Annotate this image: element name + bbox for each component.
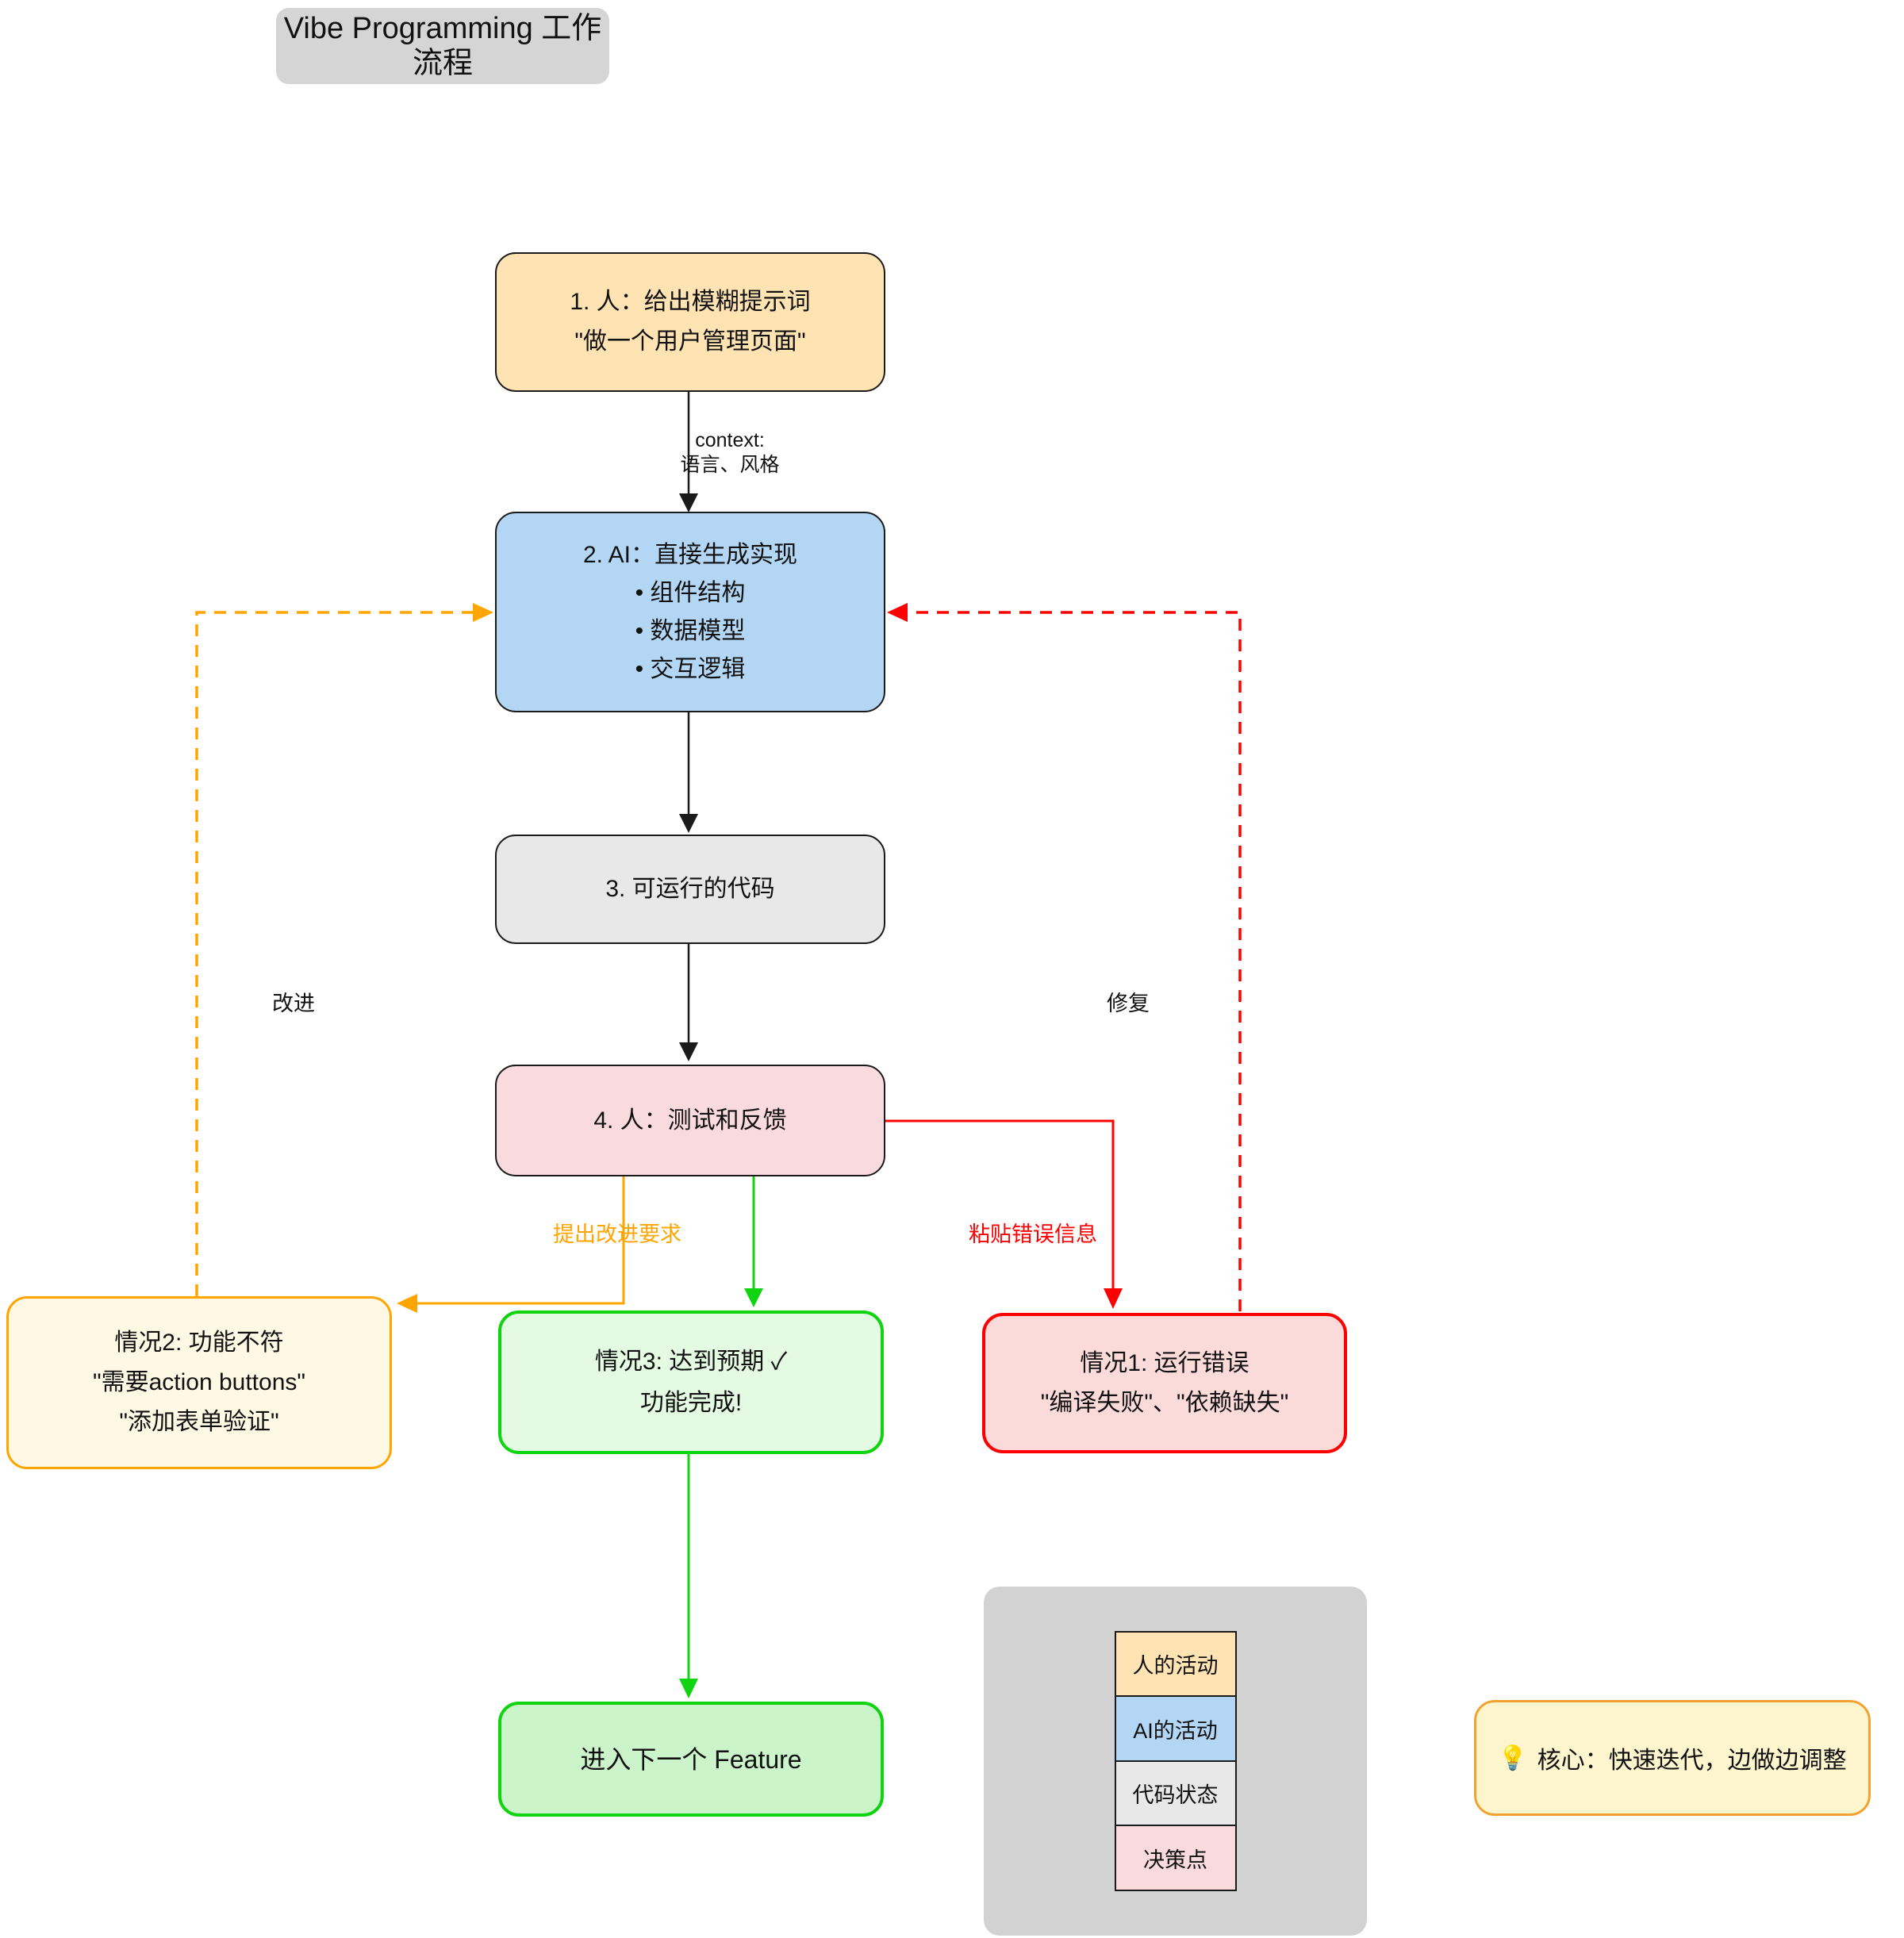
- diagram-title: Vibe Programming 工作流程: [276, 8, 609, 84]
- node-case1-runtime-error: 情况1: 运行错误 "编译失败"、"依赖缺失": [982, 1313, 1347, 1453]
- arrowhead-improve: [473, 603, 493, 622]
- arrowhead-step3: [679, 814, 698, 833]
- arrowhead-fix: [887, 603, 908, 622]
- key-insight-text: 核心：快速迭代，边做边调整: [1537, 1748, 1847, 1774]
- legend-item-human-label: 人的活动: [1132, 1654, 1219, 1679]
- legend-item-ai: AI的活动: [1114, 1695, 1237, 1763]
- step2-bullet-1: • 组件结构: [635, 579, 746, 606]
- next-feature-label: 进入下一个 Feature: [580, 1744, 802, 1774]
- step1-line1: 1. 人：给出模糊提示词: [570, 289, 811, 315]
- arrowhead-case3: [744, 1288, 763, 1307]
- arrowhead-next: [679, 1679, 698, 1698]
- arrowhead-step4: [679, 1042, 698, 1061]
- key-insight-note: 💡 核心：快速迭代，边做边调整: [1474, 1700, 1871, 1816]
- legend: 人的活动 AI的活动 代码状态 决策点: [984, 1587, 1367, 1936]
- edge-case2-step2-dashed: [195, 611, 473, 1296]
- node-step2-ai-generate: 2. AI：直接生成实现 • 组件结构 • 数据模型 • 交互逻辑: [495, 512, 885, 712]
- edge-label-improve: 改进: [272, 992, 315, 1015]
- step4-label: 4. 人：测试和反馈: [593, 1107, 787, 1134]
- diagram-title-text: Vibe Programming 工作流程: [283, 12, 602, 80]
- case1-line2: "编译失败"、"依赖缺失": [1040, 1389, 1289, 1416]
- legend-item-decision: 决策点: [1114, 1825, 1237, 1892]
- case3-line1: 情况3: 达到预期 ✓: [594, 1348, 788, 1375]
- node-step4-test-feedback: 4. 人：测试和反馈: [495, 1065, 885, 1176]
- node-case3-success: 情况3: 达到预期 ✓ 功能完成!: [498, 1311, 884, 1454]
- edge-case1-step2-dashed: [908, 611, 1242, 1311]
- edge-label-context: context: 语言、风格: [670, 428, 789, 478]
- case3-line2: 功能完成!: [639, 1389, 743, 1416]
- edge-step4-case2: [416, 1176, 625, 1305]
- context-line1: context:: [695, 429, 765, 451]
- legend-item-human: 人的活动: [1114, 1630, 1237, 1698]
- step2-title: 2. AI：直接生成实现: [582, 541, 798, 568]
- step2-bullet-3: • 交互逻辑: [635, 655, 746, 682]
- edge-label-fix: 修复: [1107, 992, 1150, 1015]
- context-line2: 语言、风格: [680, 454, 780, 476]
- node-case2-feature-mismatch: 情况2: 功能不符 "需要action buttons" "添加表单验证": [6, 1296, 392, 1469]
- arrowhead-step2: [679, 493, 698, 512]
- node-step3-runnable-code: 3. 可运行的代码: [495, 835, 885, 944]
- arrowhead-case1: [1104, 1288, 1123, 1309]
- case1-line1: 情况1: 运行错误: [1080, 1349, 1250, 1376]
- node-step1-human-prompt: 1. 人：给出模糊提示词 "做一个用户管理页面": [495, 252, 885, 392]
- case2-line3: "添加表单验证": [119, 1409, 279, 1435]
- legend-item-code: 代码状态: [1114, 1760, 1237, 1827]
- arrowhead-case2: [397, 1294, 417, 1313]
- step1-line2: "做一个用户管理页面": [574, 328, 806, 355]
- edge-step4-case1: [885, 1119, 1115, 1290]
- case2-line1: 情况2: 功能不符: [114, 1330, 284, 1356]
- step2-bullet-2: • 数据模型: [635, 617, 746, 644]
- edge-label-paste-error: 粘贴错误信息: [969, 1222, 1097, 1246]
- edge-label-request-improvement: 提出改进要求: [553, 1222, 681, 1246]
- legend-item-code-label: 代码状态: [1132, 1783, 1219, 1808]
- lightbulb-icon: 💡: [1498, 1744, 1528, 1771]
- case2-line2: "需要action buttons": [92, 1369, 306, 1395]
- legend-stack: 人的活动 AI的活动 代码状态 决策点: [1114, 1630, 1237, 1892]
- node-next-feature: 进入下一个 Feature: [498, 1702, 884, 1817]
- legend-item-decision-label: 决策点: [1143, 1848, 1207, 1872]
- legend-item-ai-label: AI的活动: [1133, 1718, 1218, 1743]
- step3-label: 3. 可运行的代码: [605, 876, 775, 902]
